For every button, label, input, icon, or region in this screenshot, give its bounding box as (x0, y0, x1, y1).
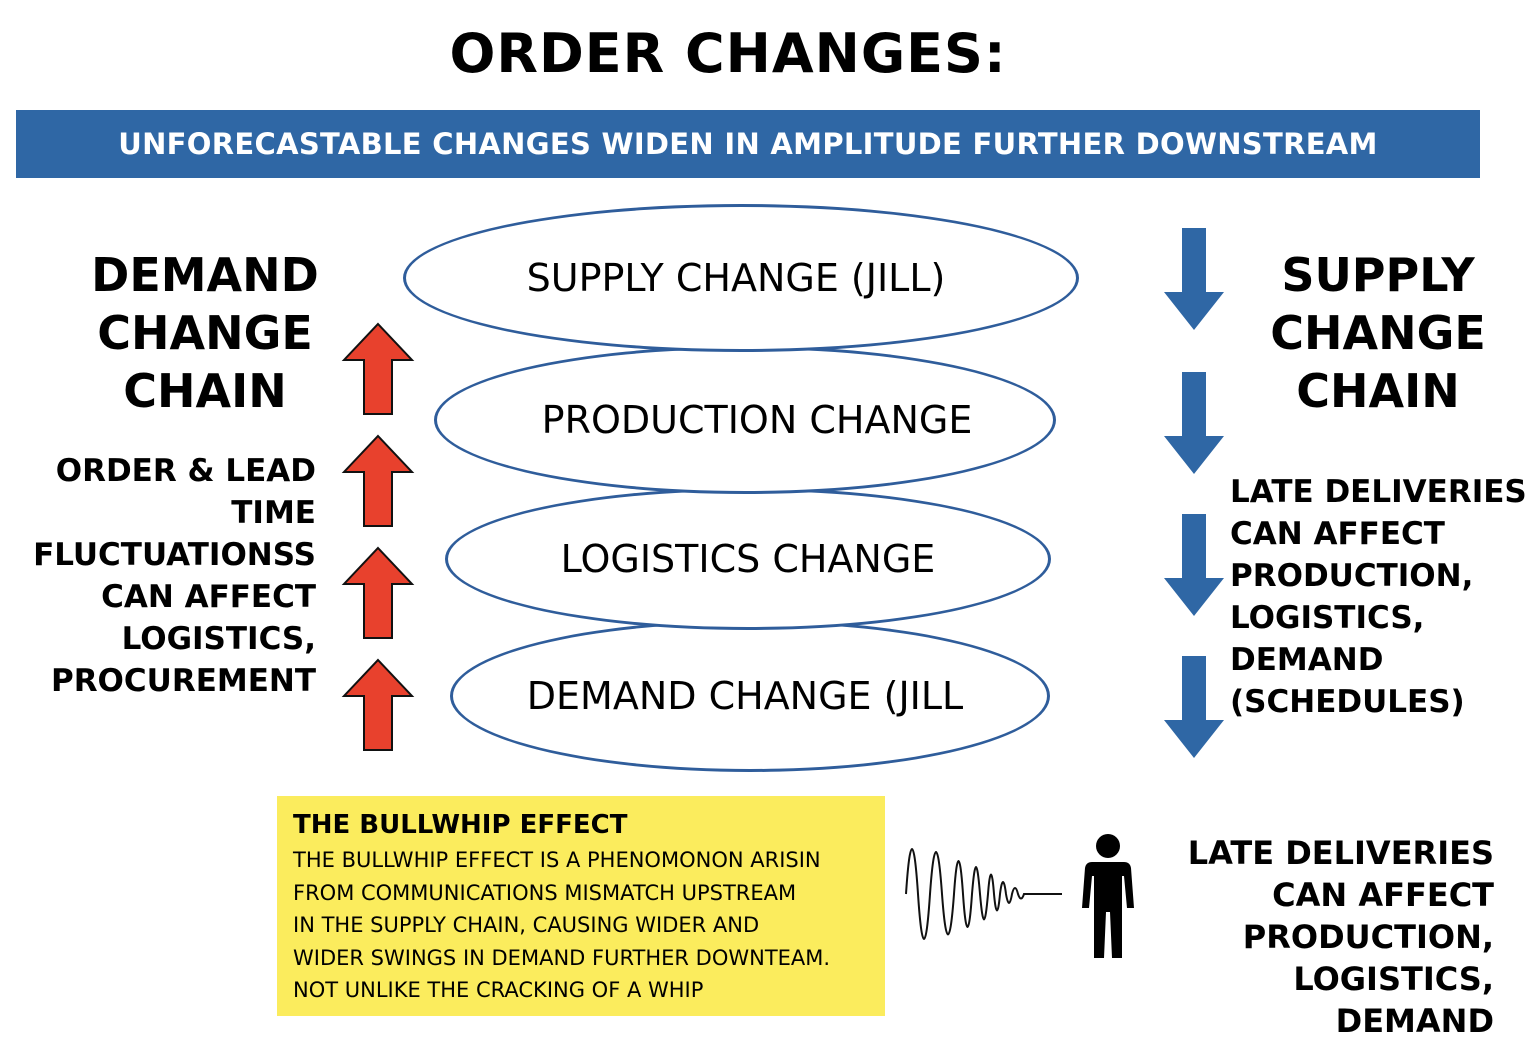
note-line: LATE DELIVERIES (1187, 834, 1494, 872)
banner-text: UNFORECASTABLE CHANGES WIDEN IN AMPLITUD… (118, 127, 1378, 161)
down-arrow-icon (1164, 656, 1224, 758)
down-arrows (1164, 228, 1224, 758)
text-line: TIME (231, 495, 316, 531)
supply-chain-text: LATE DELIVERIES CAN AFFECT PRODUCTION, L… (1230, 471, 1530, 723)
text-line: LOGISTICS, (121, 621, 316, 657)
heading-line: DEMAND (91, 248, 319, 302)
bullwhip-line: IN THE SUPPLY CHAIN, CAUSING WIDER AND (293, 913, 760, 937)
note-line: PRODUCTION, (1242, 918, 1494, 956)
text-line: FLUCTUATIONSS (33, 537, 316, 573)
supply-change-ellipse: SUPPLY CHANGE (JILL) (403, 204, 1079, 352)
bullwhip-title: THE BULLWHIP EFFECT (293, 810, 628, 840)
text-line: CAN AFFECT (101, 579, 316, 615)
heading-line: CHAIN (1296, 364, 1460, 418)
text-line: ORDER & LEAD (55, 453, 316, 489)
text-line: DEMAND (1230, 642, 1384, 678)
up-arrow-icon (341, 434, 415, 527)
person-icon (1082, 834, 1134, 958)
text-line: CAN AFFECT (1230, 516, 1445, 552)
demand-chain-text: ORDER & LEAD TIME FLUCTUATIONSS CAN AFFE… (20, 450, 316, 702)
supply-chain-heading: SUPPLY CHANGE CHAIN (1250, 246, 1506, 420)
heading-line: CHANGE (97, 306, 313, 360)
down-arrow-icon (1164, 514, 1224, 616)
demand-change-ellipse: DEMAND CHANGE (JILL (450, 620, 1050, 772)
heading-line: CHANGE (1270, 306, 1486, 360)
text-line: PROCUREMENT (50, 663, 316, 699)
bullwhip-line: FROM COMMUNICATIONS MISMATCH UPSTREAM (293, 880, 797, 905)
subtitle-banner: UNFORECASTABLE CHANGES WIDEN IN AMPLITUD… (16, 110, 1480, 178)
whip-wave-icon (905, 848, 1062, 940)
ellipse-label: PRODUCTION CHANGE (541, 398, 973, 442)
note-line: LOGISTICS, DEMAND (1293, 960, 1494, 1040)
heading-line: SUPPLY (1281, 248, 1475, 302)
up-arrow-icon (341, 322, 415, 415)
up-arrows (341, 322, 415, 751)
down-arrow-icon (1164, 228, 1224, 330)
demand-chain-heading: DEMAND CHANGE CHAIN (80, 246, 330, 420)
text-line: LOGISTICS, (1230, 600, 1425, 636)
production-change-ellipse: PRODUCTION CHANGE (434, 346, 1056, 494)
ellipse-label: SUPPLY CHANGE (JILL) (526, 256, 946, 300)
ellipse-label: LOGISTICS CHANGE (560, 537, 936, 581)
text-line: LATE DELIVERIES (1230, 474, 1527, 510)
note-line: CAN AFFECT (1272, 876, 1494, 914)
bullwhip-line: WIDER SWINGS IN DEMAND FURTHER DOWNTEAM. (293, 945, 831, 970)
bullwhip-effect-box: THE BULLWHIP EFFECT THE BULLWHIP EFFECT … (277, 796, 885, 1016)
bullwhip-line: THE BULLWHIP EFFECT IS A PHENOMONON ARIS… (293, 848, 821, 872)
up-arrow-icon (341, 658, 415, 751)
bullwhip-line: NOT UNLIKE THE CRACKING OF A WHIP (293, 978, 704, 1002)
up-arrow-icon (341, 546, 415, 639)
heading-line: CHAIN (123, 364, 287, 418)
logistics-change-ellipse: LOGISTICS CHANGE (445, 488, 1051, 630)
page-title: ORDER CHANGES: (449, 22, 1007, 85)
text-line: PRODUCTION, (1230, 558, 1474, 594)
text-line: (SCHEDULES) (1230, 684, 1465, 720)
ellipse-label: DEMAND CHANGE (JILL (526, 674, 964, 718)
down-arrow-icon (1164, 372, 1224, 474)
late-deliveries-note: LATE DELIVERIES CAN AFFECT PRODUCTION, L… (1130, 832, 1494, 1042)
